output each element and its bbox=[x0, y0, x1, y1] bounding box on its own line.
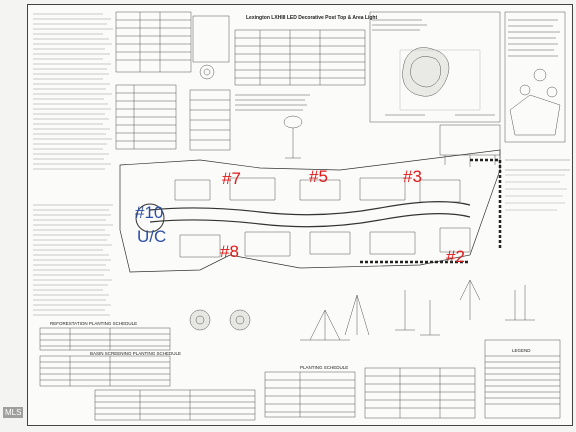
reforestation-heading: REFORESTATION PLANTING SCHEDULE bbox=[50, 321, 138, 326]
lot-8-label: #8 bbox=[220, 242, 239, 261]
lot-2-label: #2 bbox=[446, 247, 465, 266]
lot-10-label: #10 bbox=[135, 203, 164, 222]
fixture-title: Lexington LXHI8 LED Decorative Post Top … bbox=[246, 15, 378, 21]
lot-5-label: #5 bbox=[309, 167, 328, 186]
lot-3-label: #3 bbox=[403, 167, 422, 186]
planting-schedule-heading: PLANTING SCHEDULE bbox=[300, 365, 349, 370]
under-contract-label: U/C bbox=[137, 227, 167, 246]
basin-heading: BASIN SCREENING PLANTING SCHEDULE bbox=[90, 351, 182, 356]
lot-7-label: #7 bbox=[222, 169, 241, 188]
legend-heading: LEGEND bbox=[512, 348, 531, 353]
mls-watermark: MLS bbox=[3, 407, 24, 418]
